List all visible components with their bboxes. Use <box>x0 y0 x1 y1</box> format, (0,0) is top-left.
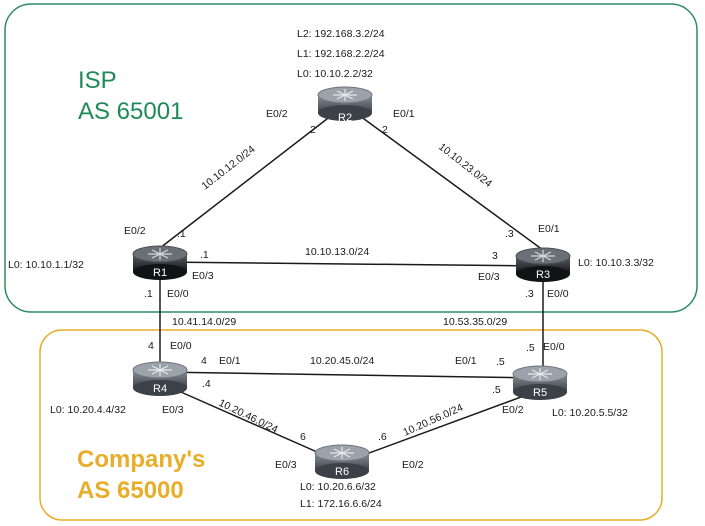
r1-host-id-to-r2: .1 <box>177 228 186 240</box>
router-r5[interactable]: R5 <box>512 365 568 400</box>
company-as-label: AS 65000 <box>77 477 184 504</box>
subnet-r5-r6: 10.20.56.0/24 <box>401 402 465 439</box>
r6-loopback-l1: L1: 172.16.6.6/24 <box>300 498 382 510</box>
r2-interface-e01: E0/1 <box>393 108 415 120</box>
r3-interface-e01: E0/1 <box>538 223 560 235</box>
link-r5-r6 <box>341 389 541 464</box>
r6-interface-e02: E0/2 <box>402 459 424 471</box>
router-r3[interactable]: R3 <box>515 247 571 282</box>
r2-loopback-l1: L1: 192.168.2.2/24 <box>297 48 385 60</box>
r4-host-id-to-r6: .4 <box>202 378 211 390</box>
r2-host-id-to-r1: 2 <box>310 124 316 136</box>
r2-loopback-l0: L0: 10.10.2.2/32 <box>297 68 373 80</box>
r4-interface-e00: E0/0 <box>170 340 192 352</box>
r5-loopback: L0: 10.20.5.5/32 <box>552 407 628 419</box>
router-r1[interactable]: R1 <box>132 245 188 280</box>
subnet-r1-r2: 10.10.12.0/24 <box>199 143 257 192</box>
router-r6[interactable]: R6 <box>314 444 370 479</box>
r3-loopback: L0: 10.10.3.3/32 <box>578 257 654 269</box>
r4-host-id-to-r1: 4 <box>148 340 154 352</box>
r4-host-id-to-r5: 4 <box>201 355 207 367</box>
subnet-r4-r5: 10.20.45.0/24 <box>310 355 374 367</box>
company-zone-box <box>39 329 663 521</box>
r5-interface-e02: E0/2 <box>502 404 524 416</box>
r3-interface-e00: E0/0 <box>547 288 569 300</box>
r1-host-id-to-r4: .1 <box>144 288 153 300</box>
router-arrows-icon <box>148 364 172 376</box>
r5-interface-e00: E0/0 <box>543 341 565 353</box>
router-arrows-icon <box>528 368 552 380</box>
r6-interface-e03: E0/3 <box>275 459 297 471</box>
isp-zone-label: ISP <box>78 67 117 94</box>
r2-loopback-l2: L2: 192.168.3.2/24 <box>297 28 385 40</box>
r6-loopback-l0: L0: 10.20.6.6/32 <box>300 481 376 493</box>
link-r4-r6 <box>164 384 343 464</box>
isp-as-label: AS 65001 <box>78 98 183 125</box>
r2-interface-e02: E0/2 <box>266 108 288 120</box>
r2-host-id-to-r3: 2 <box>382 124 388 136</box>
link-r1-r3 <box>159 261 544 267</box>
link-r4-r5 <box>159 371 544 379</box>
r4-loopback: L0: 10.20.4.4/32 <box>50 404 126 416</box>
router-r1-name: R1 <box>153 267 167 279</box>
router-arrows-icon <box>330 447 354 459</box>
subnet-r4-r6: 10.20.46.0/24 <box>217 397 280 436</box>
r3-host-id-to-r1: 3 <box>492 250 498 262</box>
r5-interface-e01: E0/1 <box>455 355 477 367</box>
r1-interface-e00: E0/0 <box>167 288 189 300</box>
subnet-r1-r3: 10.10.13.0/24 <box>305 246 369 258</box>
r3-host-id-to-r2: .3 <box>505 228 514 240</box>
company-zone-label: Company's <box>77 446 205 473</box>
r6-host-id-to-r5: .6 <box>378 431 387 443</box>
router-r4[interactable]: R4 <box>132 361 188 396</box>
r1-interface-e03: E0/3 <box>192 270 214 282</box>
router-arrows-icon <box>531 250 555 262</box>
r5-host-id-to-r4: .5 <box>496 356 505 368</box>
router-arrows-icon <box>148 248 172 260</box>
subnet-r1-r4: 10.41.14.0/29 <box>172 316 236 328</box>
router-r2[interactable]: R2 <box>317 86 373 124</box>
router-r5-name: R5 <box>533 387 547 399</box>
link-r2-r3 <box>344 104 544 251</box>
subnet-r3-r5: 10.53.35.0/29 <box>443 316 507 328</box>
router-r6-name: R6 <box>335 466 349 478</box>
r1-interface-e02: E0/2 <box>124 225 146 237</box>
r4-interface-e01: E0/1 <box>219 355 241 367</box>
r5-host-id-to-r6: .5 <box>492 384 501 396</box>
r1-host-id-to-r3: .1 <box>200 249 209 261</box>
router-arrows-icon <box>333 89 357 101</box>
r6-host-id-to-r4: 6 <box>300 431 306 443</box>
subnet-r2-r3: 10.10.23.0/24 <box>436 141 494 190</box>
r4-interface-e03: E0/3 <box>162 404 184 416</box>
r3-interface-e03: E0/3 <box>478 271 500 283</box>
r3-host-id-to-r5: .3 <box>525 288 534 300</box>
link-r1-r2 <box>159 104 346 249</box>
router-r4-name: R4 <box>153 383 167 395</box>
isp-zone-box <box>4 3 698 313</box>
r5-host-id-to-r3: .5 <box>526 342 535 354</box>
r1-loopback: L0: 10.10.1.1/32 <box>8 259 84 271</box>
router-r2-name: R2 <box>338 112 352 124</box>
router-r3-name: R3 <box>536 269 550 281</box>
